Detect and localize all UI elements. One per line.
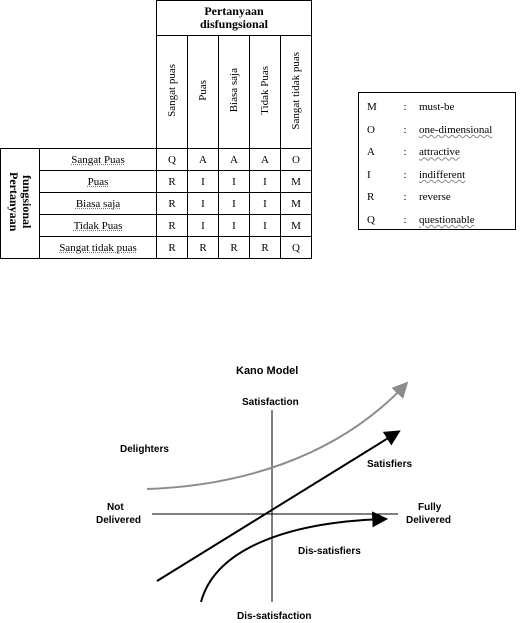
legend-separator: : (403, 123, 407, 136)
table-row: Tidak Puas R I I I M (1, 214, 312, 237)
table-row: Puas R I I I M (1, 170, 312, 193)
legend-code: R (367, 191, 375, 204)
legend-text: indifferent (419, 168, 466, 181)
table-cell: R (249, 236, 281, 259)
table-cell: Q (280, 236, 312, 259)
table-cell: M (280, 192, 312, 215)
satisfiers-line (156, 430, 401, 582)
column-header: Sangat puas (156, 35, 188, 149)
legend-text: reverse (419, 191, 451, 204)
satisfiers-label: Satisfiers (367, 459, 412, 470)
kano-evaluation-table: Pertanyaan disfungsional Sangat puas Pua… (0, 0, 312, 259)
legend-separator: : (403, 213, 407, 226)
legend-code: A (367, 146, 375, 159)
kano-model-diagram: Kano Model Satisfaction Dis-satisfaction… (96, 365, 451, 622)
table-cell: I (187, 170, 219, 193)
legend-item: A : attractive (363, 141, 511, 164)
table-corner-lower (1, 36, 157, 149)
legend-code: O (367, 123, 375, 136)
legend-text: questionable (419, 213, 475, 226)
legend-item: O : one-dimensional (363, 119, 511, 142)
table-cell: I (249, 192, 281, 215)
legend-item: R : reverse (363, 186, 511, 209)
table-cell: Q (156, 148, 188, 171)
delighters-label: Delighters (120, 444, 169, 455)
table-cell: A (249, 148, 281, 171)
diagram-title: Kano Model (236, 365, 298, 377)
legend-text: must-be (419, 101, 455, 114)
table-cell: R (156, 214, 188, 237)
table-cell: I (249, 170, 281, 193)
legend-text: one-dimensional (419, 123, 493, 136)
table-cell: I (249, 214, 281, 237)
table-cell: M (280, 214, 312, 237)
table-cell: A (187, 148, 219, 171)
legend-separator: : (403, 101, 407, 114)
dis-satisfiers-label: Dis-satisfiers (298, 546, 361, 557)
satisfaction-label: Satisfaction (242, 397, 299, 408)
table-cell: R (156, 236, 188, 259)
table-cell: R (218, 236, 250, 259)
delighters-curve (146, 381, 409, 490)
column-header: Biasa saja (218, 35, 250, 149)
not-delivered-label: Not (107, 502, 124, 513)
row-label: Tidak Puas (39, 214, 157, 237)
table-row: Sangat tidak puas R R R R Q (1, 236, 312, 259)
legend-item: Q : questionable (363, 209, 511, 232)
table-cell: M (280, 170, 312, 193)
table-cell: R (156, 170, 188, 193)
column-header: Tidak Puas (249, 35, 281, 149)
legend-item: I : indifferent (363, 164, 511, 187)
dis-satisfaction-label: Dis-satisfaction (237, 611, 311, 622)
table-cell: R (156, 192, 188, 215)
legend-separator: : (403, 168, 407, 181)
dysfunctional-header: Pertanyaan disfungsional (156, 0, 312, 36)
legend-code: Q (367, 213, 375, 226)
table-cell: I (218, 192, 250, 215)
category-legend: M : must-be O : one-dimensional A : attr… (358, 92, 516, 230)
table-corner (1, 1, 157, 36)
legend-separator: : (403, 191, 407, 204)
table-row: Biasa saja R I I I M (1, 192, 312, 215)
table-cell: O (280, 148, 312, 171)
table-cell: I (218, 214, 250, 237)
table-cell: I (187, 214, 219, 237)
legend-item: M : must-be (363, 96, 511, 119)
legend-code: M (367, 101, 377, 114)
table-cell: I (218, 170, 250, 193)
legend-separator: : (403, 146, 407, 159)
column-header: Sangat tidak puas (280, 35, 312, 149)
fully-delivered-label-line2: Delivered (406, 515, 451, 526)
legend-text: attractive (419, 146, 460, 159)
table-cell: I (187, 192, 219, 215)
row-label: Puas (39, 170, 157, 193)
fully-delivered-label: Fully (418, 502, 442, 513)
dysfunctional-header-line2: disfungsional (199, 17, 269, 31)
legend-code: I (367, 168, 371, 181)
row-label: Biasa saja (39, 192, 157, 215)
not-delivered-label-line2: Delivered (96, 515, 141, 526)
row-label: Sangat Puas (39, 148, 157, 171)
dysfunctional-header-line1: Pertanyaan (204, 4, 264, 18)
table-cell: A (218, 148, 250, 171)
table-cell: R (187, 236, 219, 259)
dis-satisfiers-curve (200, 511, 389, 603)
row-label: Sangat tidak puas (39, 236, 157, 259)
column-header: Puas (187, 35, 219, 149)
